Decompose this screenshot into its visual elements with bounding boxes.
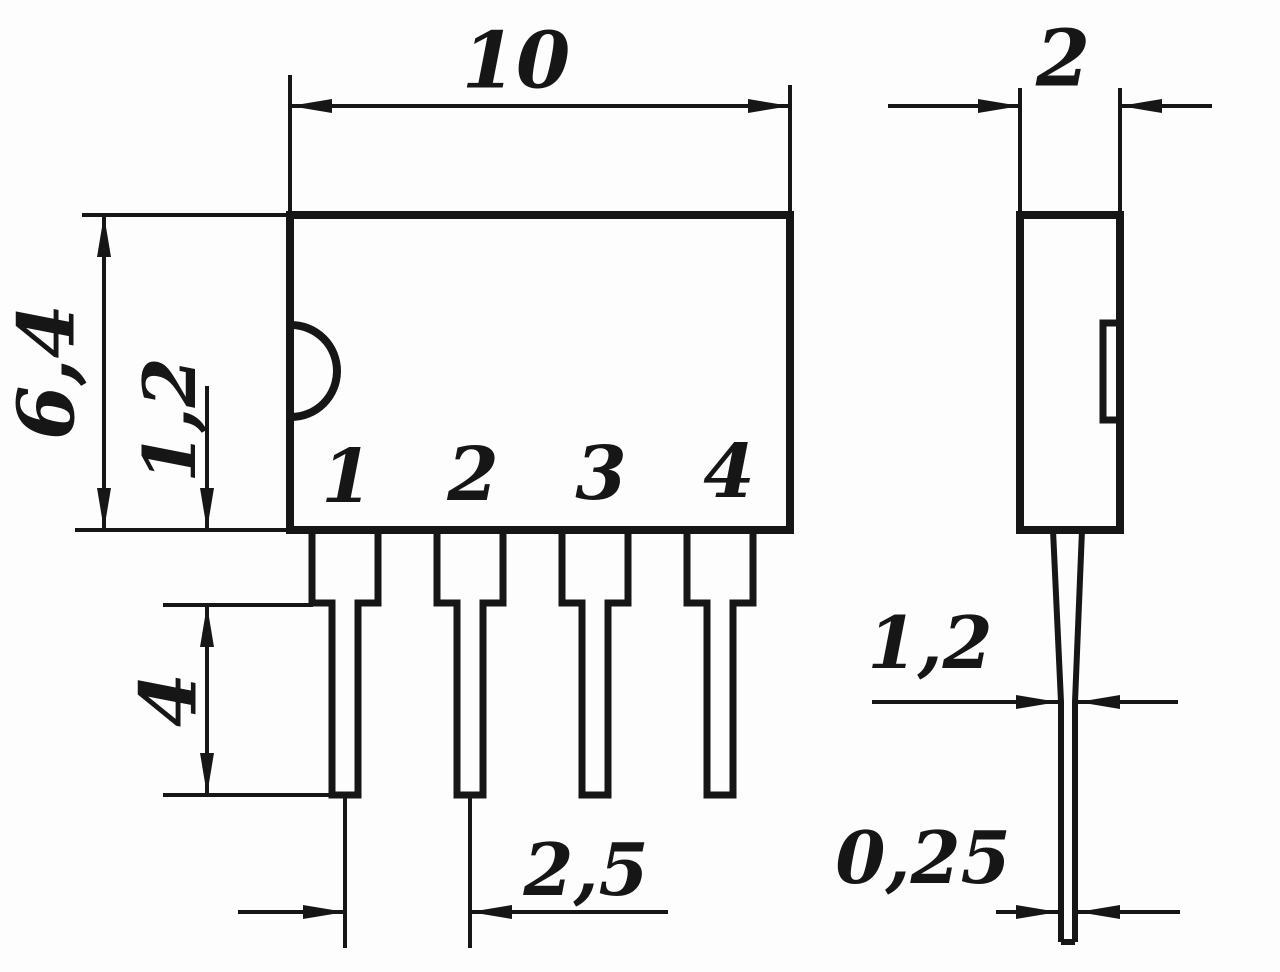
dim-body-width-label: 10 (462, 15, 571, 106)
pin-3-label: 3 (575, 431, 627, 517)
pin-1-label: 1 (321, 434, 373, 520)
side-view: 2 1,2 0,25 (835, 13, 1212, 945)
dim-lead-length: 4 (123, 605, 214, 795)
dim-body-height: 6,4 (1, 215, 112, 530)
front-leads (308, 530, 757, 799)
side-body (1016, 211, 1124, 534)
pin-2-label: 2 (446, 432, 499, 518)
dim-lead-shoulder-label: 1,2 (127, 357, 212, 482)
front-body (286, 211, 794, 534)
dim-body-thickness-label: 2 (1035, 13, 1090, 104)
index-notch (290, 321, 341, 421)
dim-lead-pitch-label: 2,5 (522, 827, 648, 912)
dim-body-thickness: 2 (888, 13, 1212, 113)
side-body-outline (1016, 211, 1124, 534)
side-lead (1050, 529, 1085, 945)
dim-side-lead-width: 1,2 (867, 600, 1178, 709)
lead-1-outline (308, 530, 382, 799)
dim-body-width: 10 (290, 15, 790, 113)
dim-lead-pitch: 2,5 (238, 827, 668, 919)
pin-number-labels: 1 2 3 4 (321, 429, 755, 520)
lead-4-outline (683, 530, 757, 799)
dim-lead-length-label: 4 (123, 673, 214, 727)
front-view: 1 2 3 4 10 (1, 15, 794, 948)
lead-2-outline (433, 530, 507, 799)
dim-lead-thickness: 0,25 (835, 815, 1180, 919)
lead-3-outline (558, 530, 632, 799)
dim-body-height-label: 6,4 (1, 304, 92, 440)
front-extension-lines (75, 75, 792, 948)
dim-lead-thickness-label: 0,25 (835, 815, 1010, 900)
dim-lead-shoulder: 1,2 (127, 357, 214, 530)
pin-4-label: 4 (703, 429, 755, 515)
front-body-outline (286, 211, 794, 534)
dim-side-lead-width-label: 1,2 (867, 600, 992, 685)
side-lead-outline (1050, 529, 1085, 945)
side-mold-mark (1099, 319, 1120, 424)
side-extension-lines (1018, 88, 1122, 215)
